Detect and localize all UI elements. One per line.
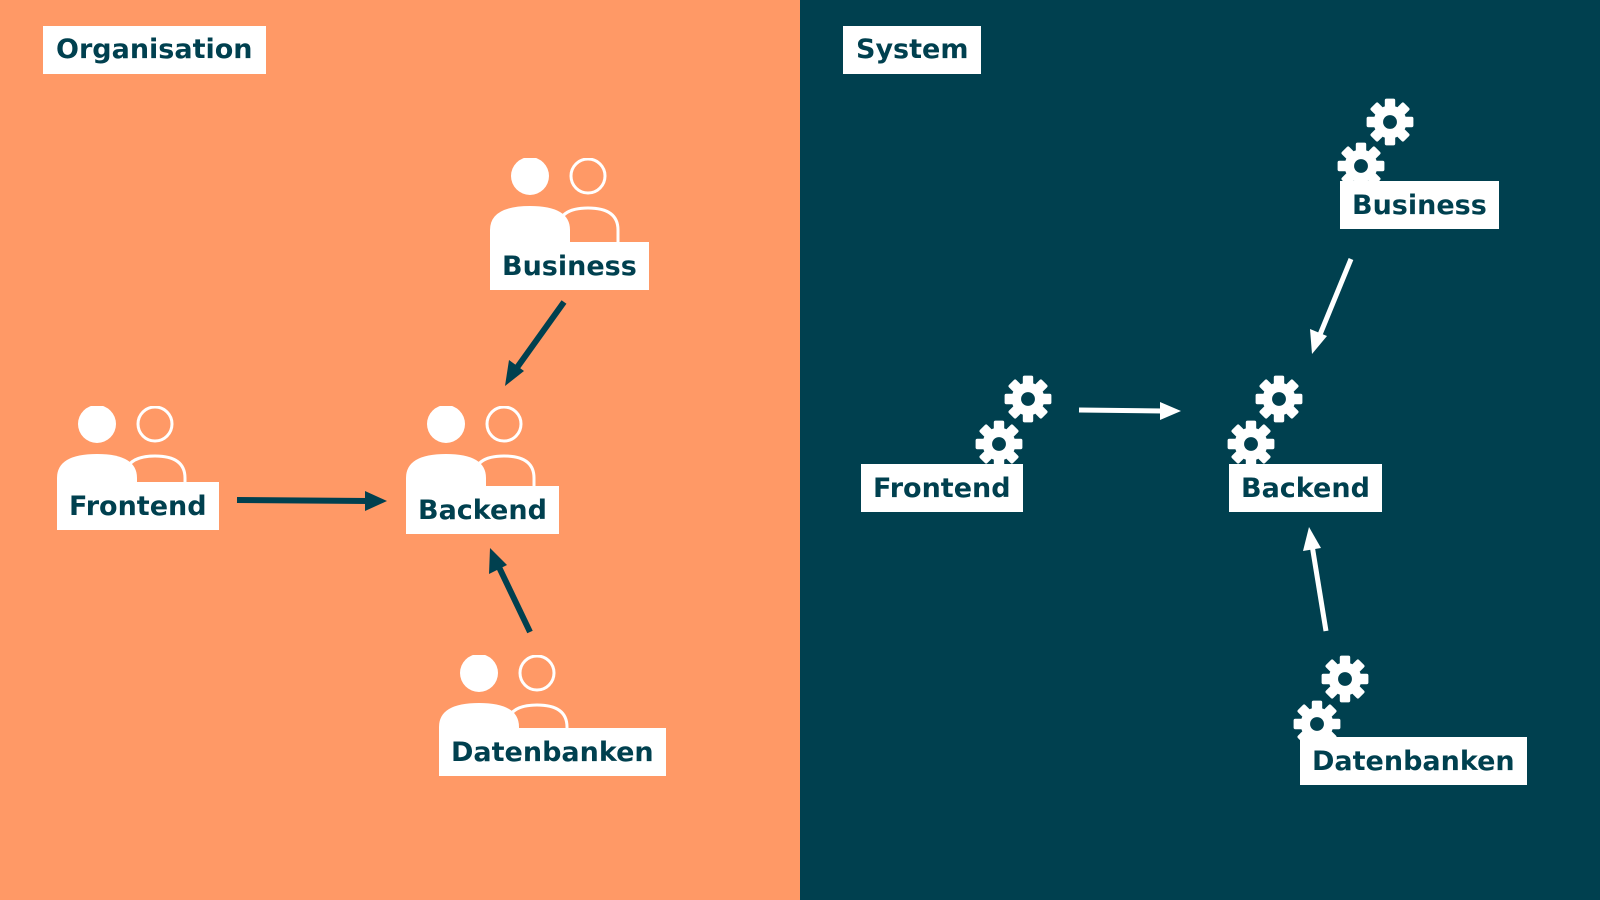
- system-title: System: [843, 26, 982, 74]
- edge-datenbanken-to-backend: [1303, 527, 1329, 632]
- node-datenbanken: Datenbanken: [439, 728, 666, 776]
- node-business: Business: [490, 242, 649, 290]
- organisation-background: [0, 0, 800, 900]
- edge-datenbanken-to-backend: [489, 548, 533, 634]
- node-frontend: Frontend: [861, 464, 1023, 512]
- node-business: Business: [1340, 181, 1499, 229]
- edge-business-to-backend: [1310, 258, 1354, 354]
- node-datenbanken: Datenbanken: [1300, 737, 1527, 785]
- node-backend: Backend: [406, 486, 559, 534]
- edge-frontend-to-backend: [236, 491, 387, 511]
- system-panel: System Business Frontend Backend Datenba…: [800, 0, 1600, 900]
- node-backend: Backend: [1229, 464, 1382, 512]
- edge-frontend-to-backend: [1078, 402, 1181, 420]
- organisation-panel: Organisation Business Frontend Backend D…: [0, 0, 800, 900]
- edge-business-to-backend: [505, 300, 567, 386]
- organisation-title: Organisation: [43, 26, 266, 74]
- organisation-graphics: [0, 0, 800, 900]
- node-frontend: Frontend: [57, 482, 219, 530]
